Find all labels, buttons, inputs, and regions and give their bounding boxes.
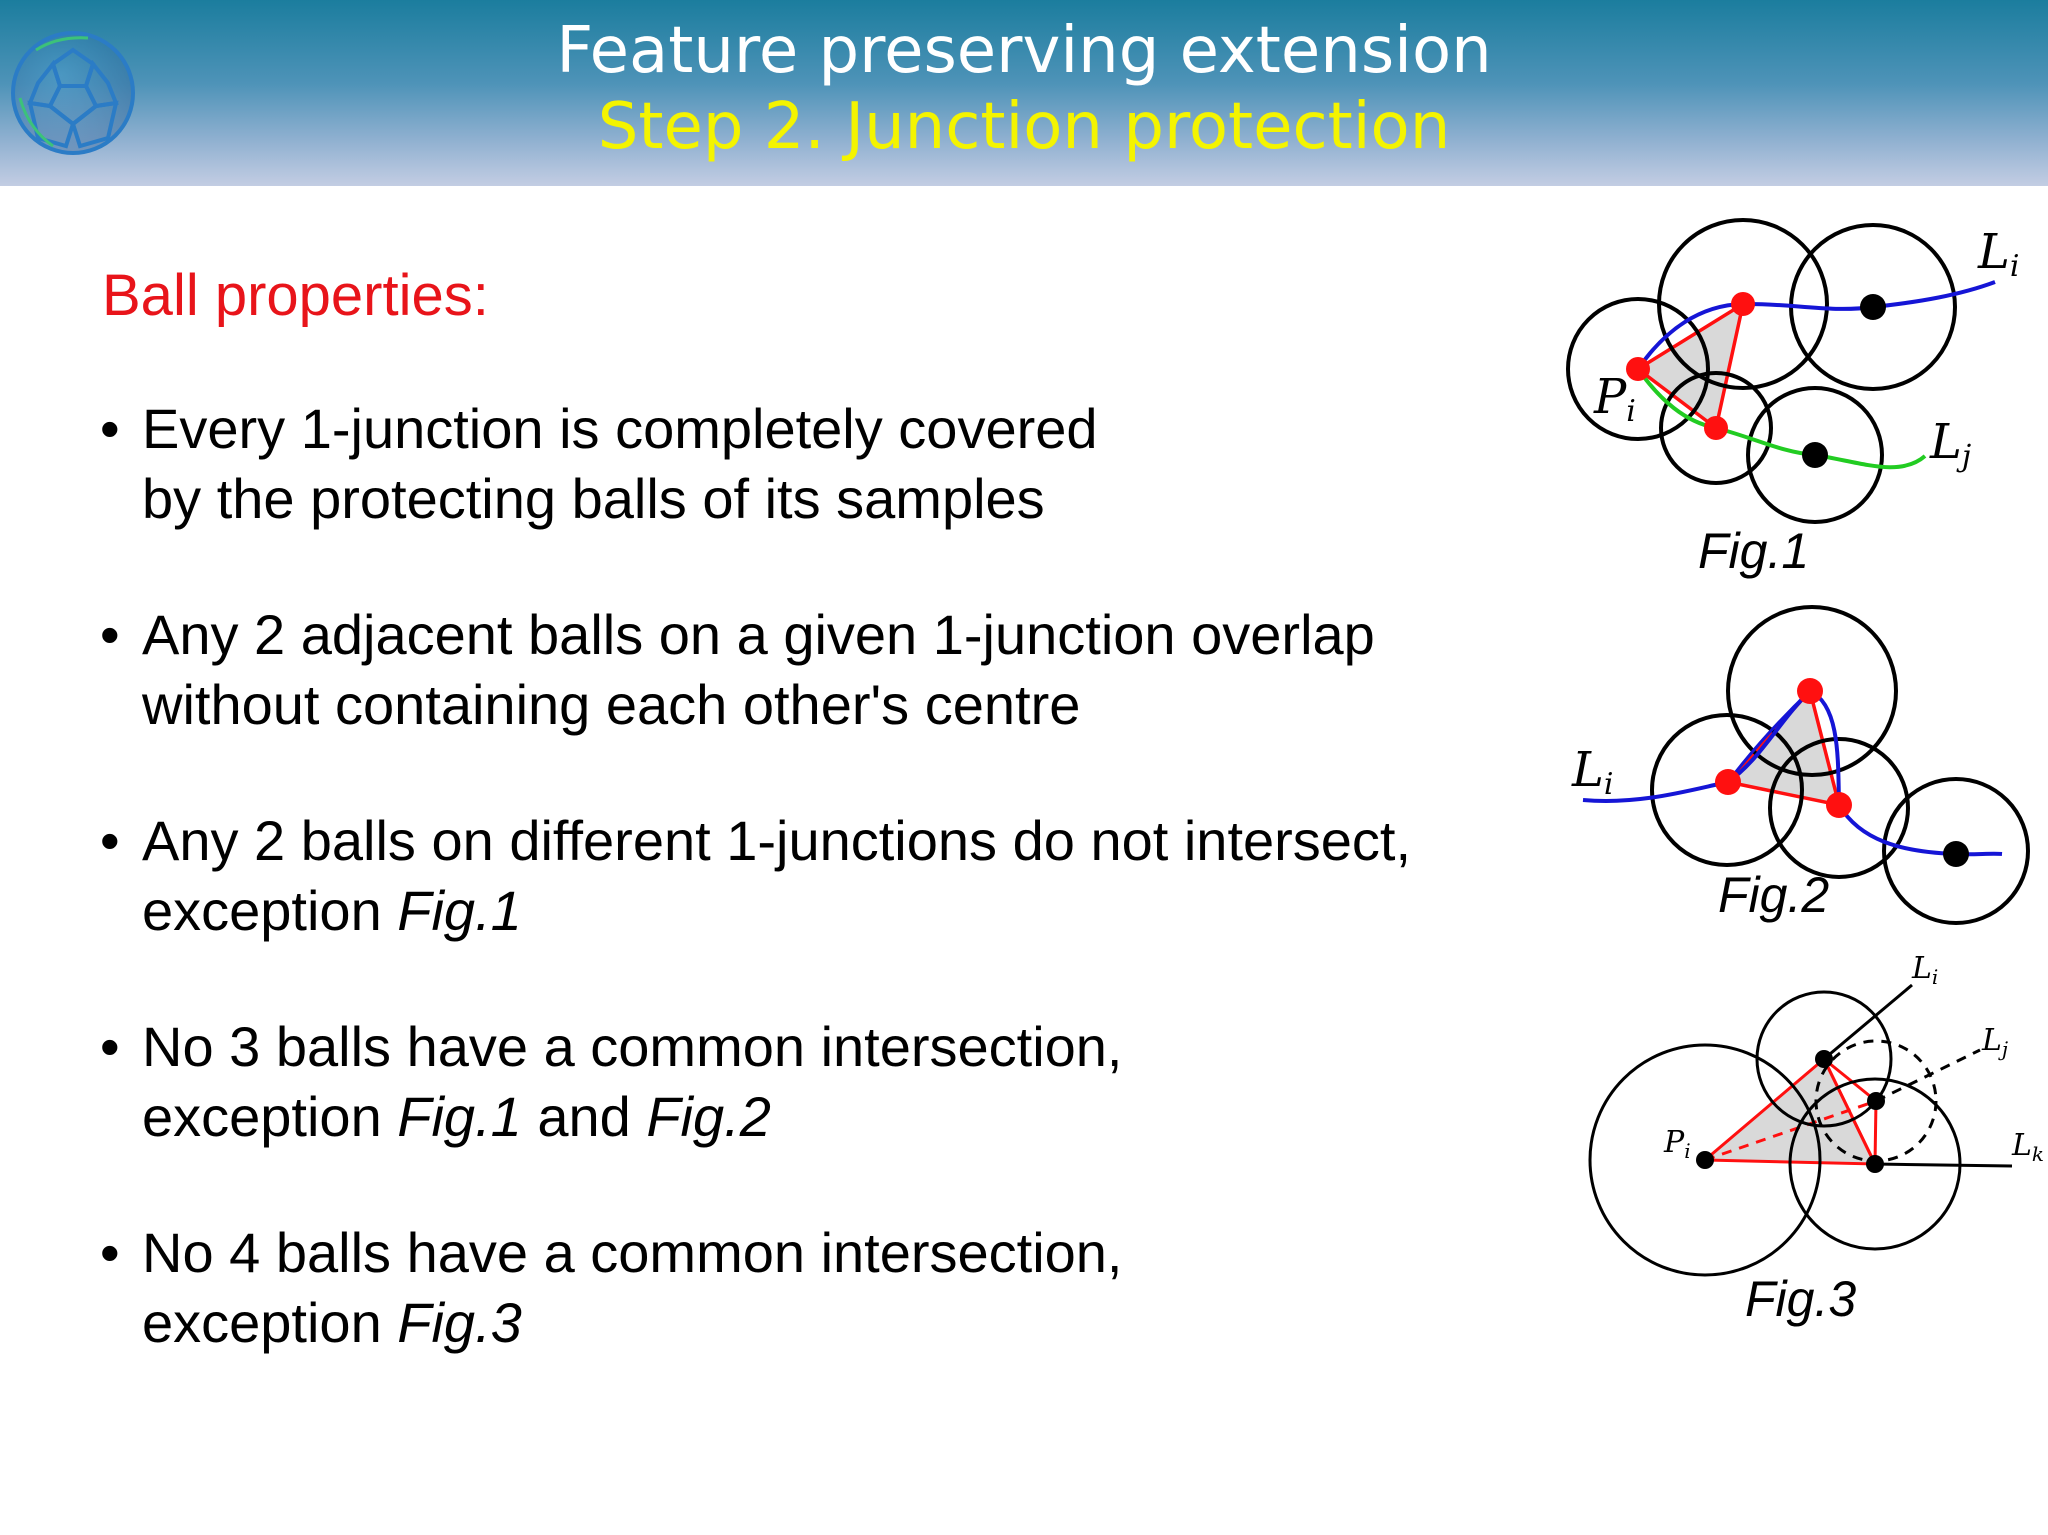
fig3-label-Pi: Pi bbox=[1663, 1125, 1691, 1163]
bullet-text: exception bbox=[142, 1085, 398, 1148]
bullet-item: • Any 2 adjacent balls on a given 1-junc… bbox=[100, 600, 1560, 740]
bullet-item: • No 3 balls have a common intersection,… bbox=[100, 1012, 1560, 1152]
fig1-caption: Fig.1 bbox=[1698, 523, 1809, 579]
fig3-ball bbox=[1755, 990, 1893, 1128]
fig3-sample bbox=[1866, 1155, 1884, 1173]
fig3-line-Lk bbox=[1874, 1162, 2013, 1168]
bullet-line: exception Fig.1 and Fig.2 bbox=[100, 1082, 1560, 1152]
bullet-line: No 3 balls have a common intersection, bbox=[142, 1015, 1123, 1078]
bullet-line: exception Fig.3 bbox=[100, 1288, 1560, 1358]
fig2-sample bbox=[1797, 678, 1823, 704]
bullet-line: by the protecting balls of its samples bbox=[142, 467, 1045, 530]
fullerene-ball-icon bbox=[11, 31, 135, 155]
fig2-ball bbox=[1768, 737, 1910, 879]
bullet-marker: • bbox=[100, 809, 120, 872]
slide-subtitle: Step 2. Junction protection bbox=[597, 90, 1451, 164]
bullet-marker: • bbox=[100, 397, 120, 460]
fig3-sample bbox=[1815, 1050, 1833, 1068]
bullet-item: • No 4 balls have a common intersection,… bbox=[100, 1218, 1560, 1358]
fig2-caption: Fig.2 bbox=[1718, 867, 1829, 923]
figure-reference: Fig.3 bbox=[397, 1291, 522, 1354]
fig3-ball bbox=[1588, 1043, 1822, 1277]
bullet-line: No 4 balls have a common intersection, bbox=[142, 1221, 1123, 1284]
fig2-sample bbox=[1943, 841, 1969, 867]
fig3-sample bbox=[1696, 1151, 1714, 1169]
bullet-line: Any 2 adjacent balls on a given 1-juncti… bbox=[142, 603, 1375, 666]
fig1-label-Pi: Pi bbox=[1593, 369, 1636, 429]
slide-title: Feature preserving extension bbox=[556, 14, 1492, 88]
bullet-marker: • bbox=[100, 1221, 120, 1284]
fig1-sample bbox=[1802, 442, 1828, 468]
fig2-sample bbox=[1715, 769, 1741, 795]
fig1-label-Lj: Lj bbox=[1929, 414, 1971, 474]
section-heading: Ball properties: bbox=[102, 263, 489, 328]
slide-header: Feature preserving extension Step 2. Jun… bbox=[0, 0, 2048, 186]
bullet-text: and bbox=[521, 1085, 647, 1148]
fig2-label-Li: Li bbox=[1571, 742, 1613, 802]
fig2-triangle bbox=[1724, 687, 1842, 808]
fig1-sample bbox=[1860, 294, 1886, 320]
figure-reference: Fig.1 bbox=[397, 1085, 522, 1148]
fig3-edge bbox=[1823, 1057, 1877, 1103]
bullet-marker: • bbox=[100, 1015, 120, 1078]
fig1-triangle bbox=[1634, 300, 1746, 432]
fig1-ball bbox=[1746, 386, 1884, 524]
fig1-sample bbox=[1731, 292, 1755, 316]
figure-3: Li Lj Lk Pi Fig.3 bbox=[1588, 951, 2044, 1327]
fig1-sample bbox=[1626, 357, 1650, 381]
fig2-sample bbox=[1826, 792, 1852, 818]
fig3-edge bbox=[1873, 1100, 1878, 1165]
fig1-ball bbox=[1659, 371, 1773, 485]
fig3-edge bbox=[1704, 1099, 1877, 1162]
bullet-line: exception Fig.1 bbox=[100, 876, 1560, 946]
figure-2: Li Fig.2 bbox=[1571, 605, 2030, 925]
fig1-ball bbox=[1566, 297, 1710, 441]
fig1-ball bbox=[1657, 218, 1829, 390]
figure-1: Li Lj Pi Fig.1 bbox=[1566, 218, 2019, 579]
bullet-item: • Any 2 balls on different 1-junctions d… bbox=[100, 806, 1560, 946]
fig3-caption: Fig.3 bbox=[1745, 1271, 1856, 1327]
fig1-sample bbox=[1704, 416, 1728, 440]
fig3-label-Lk: Lk bbox=[2011, 1128, 2044, 1166]
fig3-label-Li: Li bbox=[1911, 951, 1938, 989]
fig1-curve-Li bbox=[1636, 280, 1996, 371]
figure-reference: Fig.2 bbox=[646, 1085, 771, 1148]
bullet-line: Any 2 balls on different 1-junctions do … bbox=[142, 809, 1412, 872]
bullet-text: exception bbox=[142, 879, 398, 942]
fig2-ball bbox=[1882, 777, 2030, 925]
figure-reference: Fig.1 bbox=[397, 879, 522, 942]
fig1-label-Li: Li bbox=[1977, 224, 2019, 284]
bullet-text: exception bbox=[142, 1291, 398, 1354]
slide-body: Ball properties: • Every 1-junction is c… bbox=[0, 186, 1560, 1486]
bullet-item: • Every 1-junction is completely covered… bbox=[100, 394, 1560, 534]
fig1-curve-Lj bbox=[1636, 367, 1927, 470]
fig3-line-Lj bbox=[1875, 1048, 1981, 1103]
bullet-line: without containing each other's centre bbox=[142, 673, 1081, 736]
bullet-marker: • bbox=[100, 603, 120, 666]
bullet-line: Every 1-junction is completely covered bbox=[142, 397, 1098, 460]
fig3-label-Lj: Lj bbox=[1981, 1023, 2008, 1061]
fig2-ball bbox=[1650, 713, 1804, 867]
fig3-line-Li bbox=[1823, 983, 1913, 1061]
fig3-sample bbox=[1867, 1092, 1885, 1110]
fig2-ball bbox=[1726, 605, 1898, 777]
